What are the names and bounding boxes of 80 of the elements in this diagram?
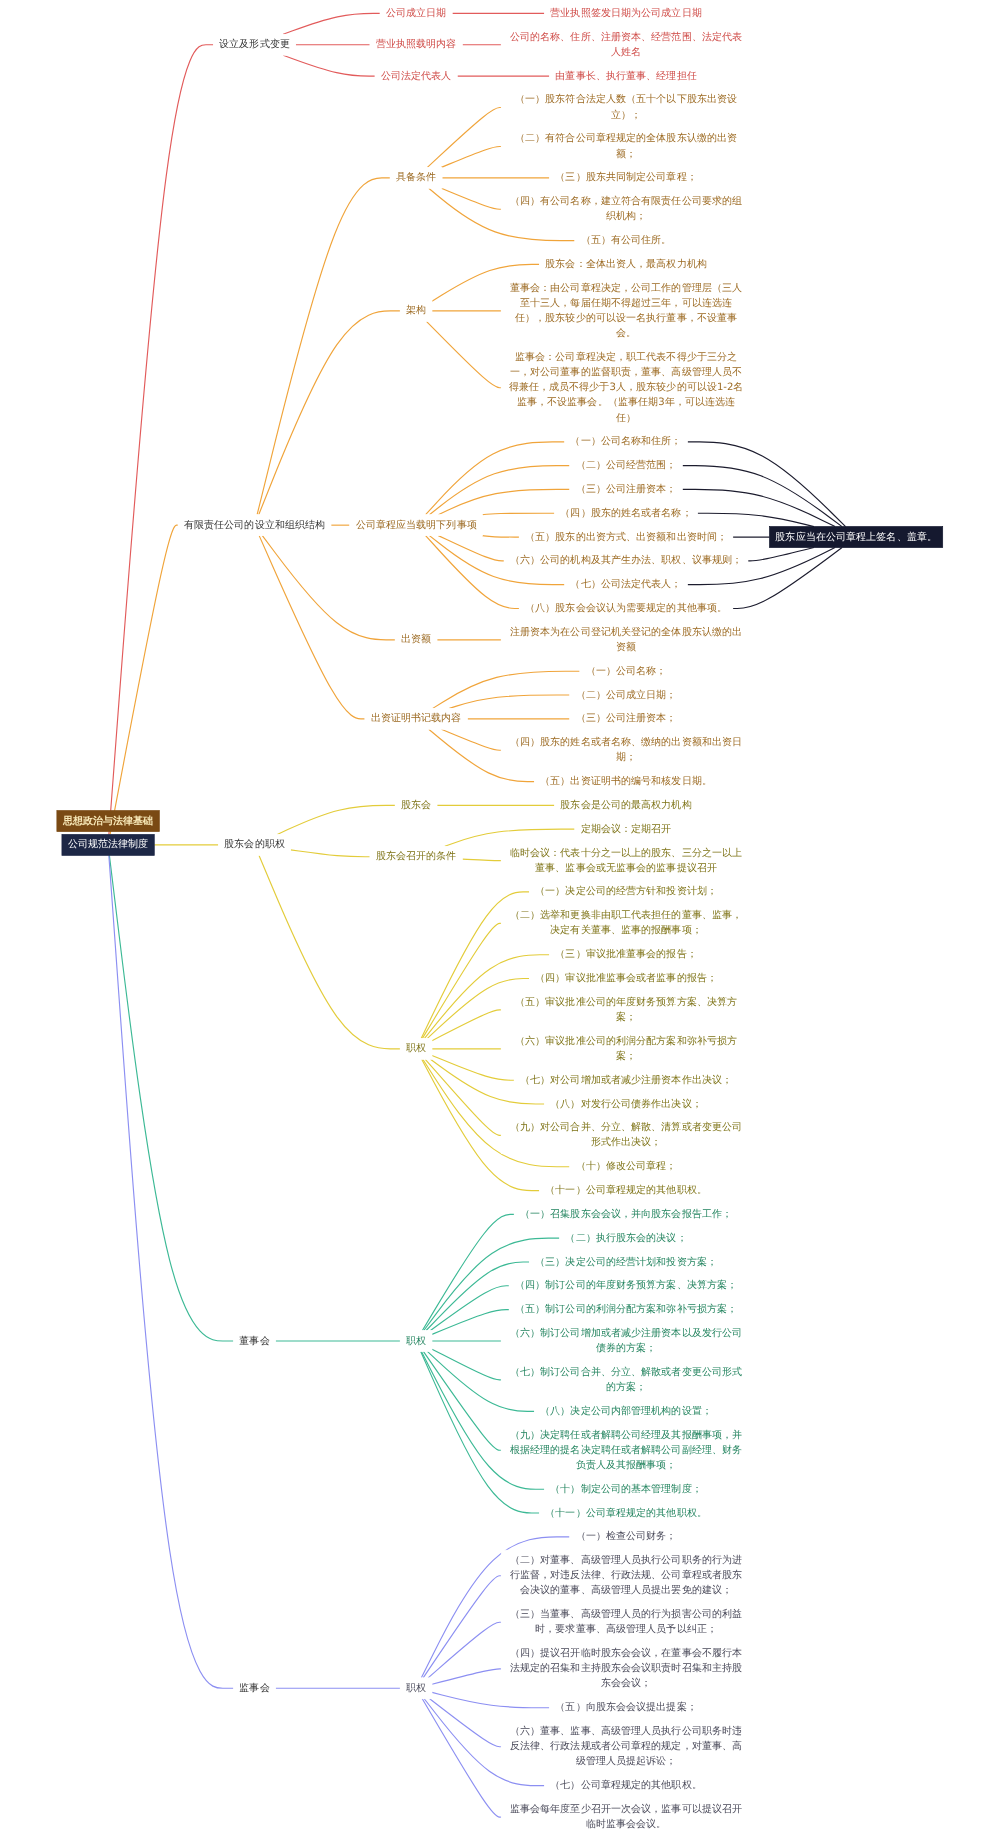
connector (427, 106, 502, 168)
connector (747, 546, 815, 562)
connector (428, 728, 536, 783)
connector (431, 1048, 502, 1050)
connector (423, 1237, 561, 1332)
connector (686, 546, 836, 586)
connector (423, 1698, 546, 1787)
connector (732, 546, 843, 610)
connector (295, 44, 371, 46)
connector (108, 854, 235, 1689)
connector (429, 1698, 502, 1748)
connector (431, 1348, 502, 1381)
connector (422, 1575, 502, 1679)
connector (431, 1668, 502, 1685)
connector (425, 1261, 531, 1332)
connector (697, 512, 815, 528)
connector (461, 858, 502, 862)
connector (482, 512, 556, 516)
connector (424, 954, 551, 1039)
connector (421, 1698, 502, 1818)
connector (258, 854, 402, 1050)
connector (431, 1054, 515, 1081)
connector (256, 177, 391, 516)
connector (420, 891, 531, 1039)
connector (429, 535, 566, 586)
connector (276, 804, 396, 835)
connector (681, 488, 836, 528)
connector (427, 977, 531, 1039)
connector (425, 535, 521, 610)
connector (686, 441, 847, 528)
connector (431, 1009, 502, 1042)
connector (456, 75, 551, 77)
connector (441, 177, 551, 179)
connector (431, 1691, 551, 1709)
connector (423, 1350, 502, 1451)
connector (421, 1058, 541, 1192)
connector (444, 828, 576, 847)
connector (441, 187, 502, 210)
connector (466, 718, 571, 720)
connector (421, 1350, 546, 1490)
connector (437, 488, 571, 516)
connector (441, 145, 502, 168)
connector (428, 187, 576, 242)
connector (258, 535, 366, 720)
connector (330, 524, 351, 526)
connector (258, 310, 402, 516)
connector (430, 1058, 546, 1105)
connector (422, 1213, 515, 1332)
connector (153, 844, 220, 846)
connector (290, 849, 371, 858)
connector (420, 1350, 541, 1514)
connector (421, 1536, 571, 1679)
connector (430, 1285, 510, 1332)
connector (429, 465, 571, 516)
connector (482, 535, 521, 538)
connector (432, 670, 581, 709)
connector (451, 12, 546, 14)
connector (461, 44, 502, 46)
connector (275, 1687, 402, 1689)
connector (436, 639, 502, 641)
connector (424, 1058, 502, 1136)
connector (282, 12, 381, 35)
connector (426, 320, 502, 389)
connector (422, 1058, 571, 1168)
connector (427, 1621, 502, 1679)
connector (282, 54, 376, 77)
connector (437, 535, 505, 562)
connector (681, 465, 843, 528)
connector (449, 694, 571, 709)
connector (441, 728, 502, 751)
connector (427, 1350, 536, 1412)
connector (732, 536, 771, 538)
connector (425, 441, 566, 516)
connector (109, 854, 235, 1342)
connector (431, 1309, 510, 1335)
connector (436, 804, 556, 806)
connector (422, 922, 502, 1039)
connector (431, 263, 541, 302)
connector (262, 535, 396, 641)
connector (431, 310, 502, 312)
